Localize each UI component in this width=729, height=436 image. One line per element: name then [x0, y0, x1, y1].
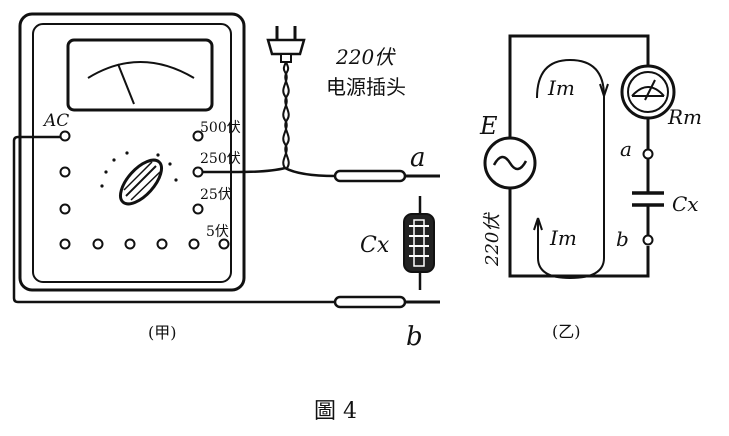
capacitor-cx-component — [403, 196, 435, 290]
probe-b — [333, 295, 440, 309]
source-voltage-label: 220伏 — [482, 212, 503, 267]
range-25v-label: 25伏 — [200, 187, 232, 203]
current-im-top-label: Im — [547, 76, 575, 100]
current-loop-arrow — [533, 58, 609, 280]
figure-caption: 圖 4 — [314, 399, 357, 424]
range-5v-label: 5伏 — [206, 224, 229, 240]
range-500v-label: 500伏 — [200, 120, 241, 136]
ac-test-lead — [12, 135, 335, 304]
meter-case-inner — [32, 23, 232, 283]
meter-case-outer — [18, 12, 246, 292]
dial-scale-arc — [87, 61, 195, 79]
plug-voltage-label: 220伏 — [335, 45, 396, 69]
lead-to-probe-a — [284, 166, 336, 178]
meter-needle — [117, 63, 135, 105]
terminal-holes — [59, 130, 230, 250]
node-a — [642, 148, 654, 160]
probe-b-label: b — [406, 322, 423, 352]
multimeter: AC 500伏 250伏 25伏 5伏 — [18, 12, 246, 292]
capacitor-cx-symbol-label: Cx — [672, 192, 699, 216]
dial-window — [66, 38, 214, 112]
bottom-wire — [508, 188, 650, 278]
top-wire — [508, 34, 650, 138]
range-selector-knob — [119, 158, 163, 206]
terminal-ac-label: AC — [42, 111, 69, 131]
power-cord — [282, 55, 290, 169]
node-a-label: a — [620, 137, 632, 161]
capacitor-symbol — [632, 191, 664, 207]
capacitor-cx-label: Cx — [360, 233, 390, 258]
current-im-bottom-label: Im — [549, 226, 577, 250]
source-e-label: E — [479, 112, 498, 140]
panel-a-caption: (甲) — [148, 323, 177, 342]
node-b — [642, 234, 654, 246]
power-plug — [266, 26, 306, 63]
ac-source — [483, 136, 537, 190]
circuit-diagram: E 220伏 Rm a b Cx Im Im — [479, 34, 702, 280]
panel-b-caption: (乙) — [552, 322, 581, 341]
node-b-label: b — [616, 227, 629, 251]
range-250v-label: 250伏 — [200, 151, 241, 167]
range-250v-lead — [203, 166, 286, 174]
probe-a — [333, 169, 440, 183]
meter-rm — [620, 64, 676, 120]
meter-rm-label: Rm — [667, 105, 702, 129]
plug-name-label: 电源插头 — [326, 75, 406, 99]
probe-a-label: a — [410, 143, 426, 173]
selector-dots — [100, 151, 178, 188]
